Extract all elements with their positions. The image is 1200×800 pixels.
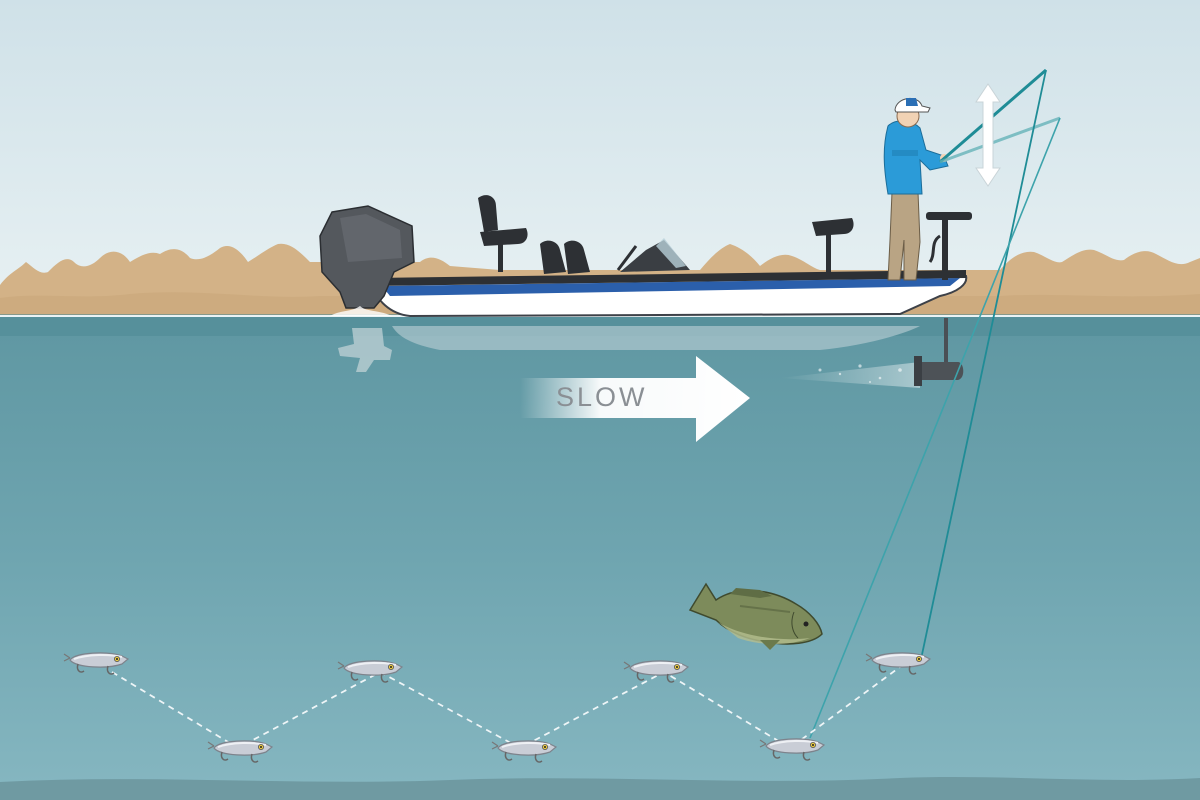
hull-underwater xyxy=(392,326,920,350)
direction-label: SLOW xyxy=(556,382,648,412)
rear-seat xyxy=(478,195,528,272)
fishing-line-down xyxy=(809,117,1061,739)
trolling-motor-prop xyxy=(914,356,922,386)
trolling-motor-head xyxy=(920,362,964,380)
outboard-lower-unit xyxy=(338,328,392,372)
boat-stripe xyxy=(382,278,960,296)
bass-fish-icon xyxy=(688,582,823,650)
trolling-motor-mount xyxy=(926,212,972,280)
lake-bottom xyxy=(0,777,1200,800)
stern-splash xyxy=(330,306,392,316)
fishing-line-up xyxy=(919,69,1047,665)
bass-boat xyxy=(319,195,972,318)
boat-deck xyxy=(372,270,966,286)
up-down-arrow-icon xyxy=(975,83,1001,187)
front-seat xyxy=(812,218,854,276)
angler xyxy=(883,98,949,281)
wake-trail xyxy=(780,362,920,388)
bubbles xyxy=(818,364,902,383)
angler-legs xyxy=(887,191,921,281)
fishing-rod-down xyxy=(939,116,1061,164)
boat-console xyxy=(540,238,690,274)
right-arrow-icon xyxy=(520,356,750,442)
boat-trim xyxy=(400,294,920,306)
